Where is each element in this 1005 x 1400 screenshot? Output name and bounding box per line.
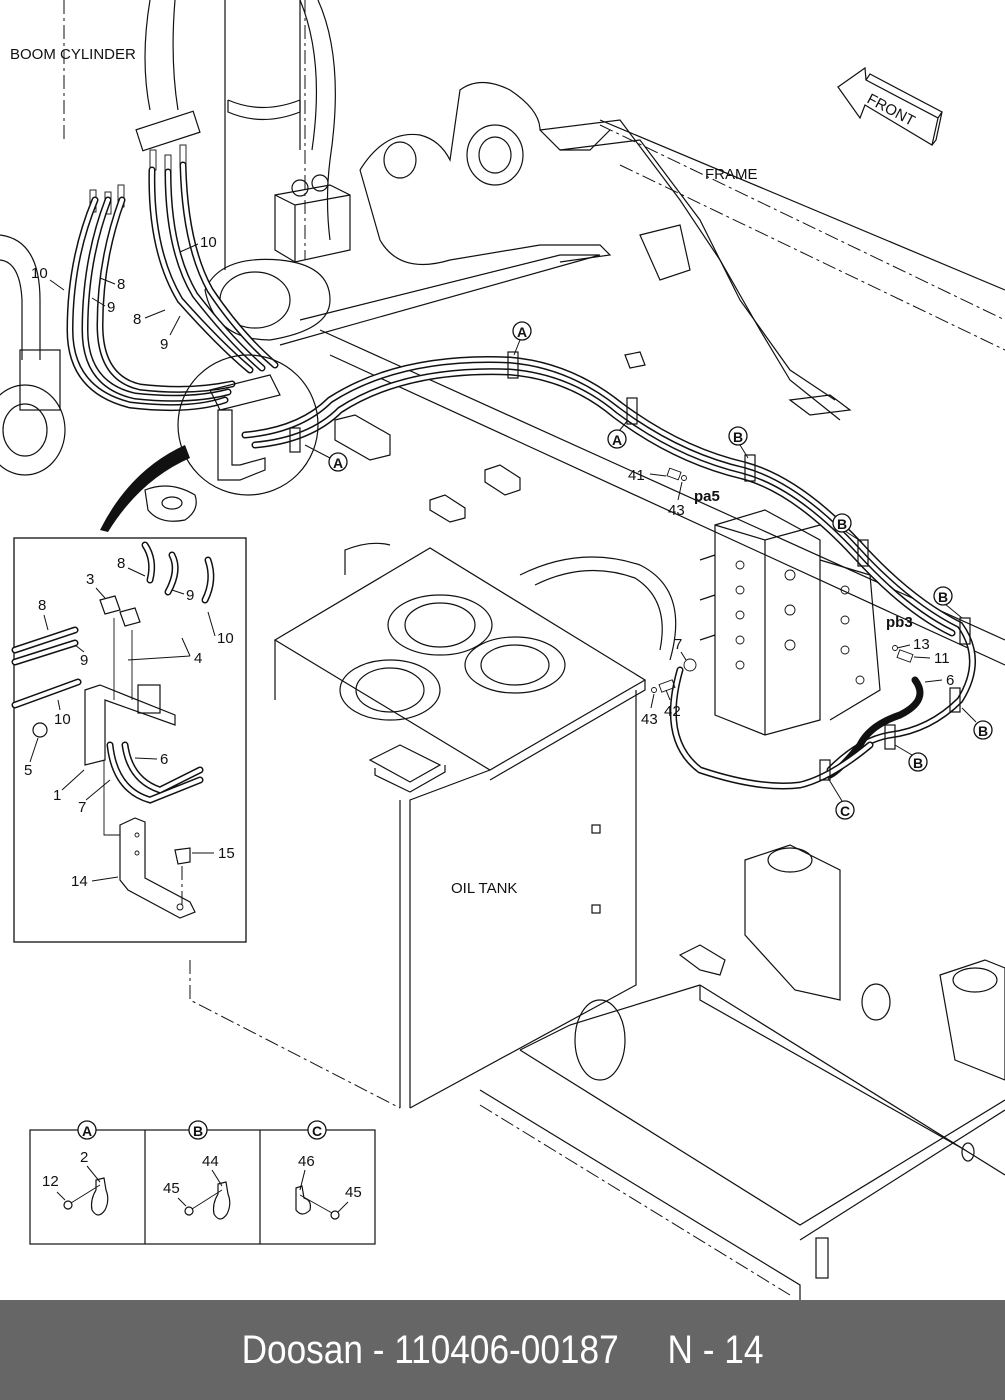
clip-marker-b: B — [961, 707, 993, 740]
callout-8: 8 — [117, 276, 125, 293]
hose-bundle-left — [66, 196, 236, 412]
label-boom-cylinder: BOOM CYLINDER — [10, 46, 136, 63]
callout-9: 9 — [107, 299, 115, 316]
footer-brand: Doosan — [241, 1327, 363, 1372]
inset-callout-15: 15 — [218, 845, 235, 862]
callout-8: 8 — [133, 311, 141, 328]
legend-part-44: 44 — [202, 1153, 219, 1170]
inset-callout-8: 8 — [38, 597, 46, 614]
svg-text:B: B — [733, 429, 743, 445]
callout-10: 10 — [31, 265, 48, 282]
legend-cell-b: B 44 45 — [163, 1120, 231, 1220]
label-port-pb3: pb3 — [886, 614, 913, 631]
control-valve — [651, 467, 914, 736]
clip-marker-b: B — [832, 513, 863, 543]
svg-text:C: C — [312, 1123, 322, 1139]
label-port-pa5: pa5 — [694, 488, 720, 505]
svg-text:B: B — [913, 755, 923, 771]
inset-callout-9: 9 — [80, 652, 88, 669]
inset-callout-8: 8 — [117, 555, 125, 572]
callout-42: 42 — [664, 703, 681, 720]
clip-legend: A 2 12 B 44 45 C 46 45 — [29, 1120, 376, 1245]
legend-part-2: 2 — [80, 1149, 88, 1166]
callout-6: 6 — [946, 672, 954, 689]
svg-text:C: C — [840, 803, 850, 819]
valve-ports — [735, 560, 865, 685]
callout-43: 43 — [641, 711, 658, 728]
lower-frame — [479, 844, 1005, 1300]
inset-callout-9: 9 — [186, 587, 194, 604]
footer-part-number: 110406-00187 — [394, 1327, 619, 1372]
inset-callout-5: 5 — [24, 762, 32, 779]
footer-caption: Doosan - 110406-00187 N - 14 — [241, 1327, 764, 1372]
callout-9: 9 — [160, 336, 168, 353]
inset-callout-1: 1 — [53, 787, 61, 804]
inset-callout-10: 10 — [217, 630, 234, 647]
clamps — [289, 351, 971, 781]
boom-foot-bracket — [279, 81, 1005, 666]
magnify-callout — [100, 354, 319, 532]
frame-blocks — [144, 351, 646, 523]
legend-part-46: 46 — [298, 1153, 315, 1170]
inset-callout-14: 14 — [71, 873, 88, 890]
legend-cell-a: A 2 12 — [42, 1120, 109, 1216]
callout-13: 13 — [913, 636, 930, 653]
legend-bolt-45: 45 — [163, 1180, 180, 1197]
clip-marker-c: C — [827, 777, 855, 820]
clip-marker-a: A — [304, 444, 348, 472]
legend-bolt-12: 12 — [42, 1173, 59, 1190]
svg-text:B: B — [938, 589, 948, 605]
detail-inset: 8 3 9 8 9 4 10 10 5 6 1 7 15 14 — [11, 537, 247, 943]
callout-43: 43 — [668, 502, 685, 519]
hose-bundle-center — [148, 161, 279, 374]
label-front: FRONT — [864, 91, 918, 130]
svg-text:B: B — [978, 723, 988, 739]
label-oil-tank: OIL TANK — [451, 880, 517, 897]
inset-callout-6: 6 — [160, 751, 168, 768]
inset-callout-3: 3 — [86, 571, 94, 588]
svg-text:A: A — [333, 455, 343, 471]
footer-bar: Doosan - 110406-00187 N - 14 — [0, 1300, 1005, 1400]
callout-41: 41 — [628, 467, 645, 484]
inset-callout-7: 7 — [78, 799, 86, 816]
boom-cylinder-assembly — [0, 0, 351, 476]
svg-text:A: A — [517, 324, 527, 340]
parts-diagram: BOOM CYLINDER FRAME OIL TANK FRONT pa5 p… — [0, 0, 1005, 1300]
svg-text:A: A — [82, 1123, 92, 1139]
legend-cell-c: C 46 45 — [295, 1120, 362, 1220]
clip-marker-b: B — [933, 586, 963, 619]
inset-callout-4: 4 — [194, 650, 202, 667]
oil-tank — [189, 542, 677, 1109]
clip-marker-a: A — [512, 321, 532, 356]
svg-text:B: B — [837, 516, 847, 532]
callout-7: 7 — [674, 636, 682, 653]
inset-callout-10: 10 — [54, 711, 71, 728]
clip-marker-b: B — [894, 744, 928, 772]
front-arrow-icon: FRONT — [837, 66, 943, 146]
clip-marker-b: B — [728, 426, 749, 459]
footer-page-ref: N - 14 — [667, 1327, 764, 1372]
svg-text:B: B — [193, 1123, 203, 1139]
clip-marker-a: A — [607, 419, 629, 449]
legend-bolt-45: 45 — [345, 1184, 362, 1201]
svg-text:A: A — [612, 432, 622, 448]
main-callouts: 10 10 8 9 8 9 41 43 7 43 42 13 11 6 — [31, 234, 954, 728]
callout-10: 10 — [200, 234, 217, 251]
label-frame: FRAME — [705, 166, 758, 183]
clip-markers: A A A B B B B — [304, 321, 993, 820]
callout-11: 11 — [934, 650, 950, 667]
